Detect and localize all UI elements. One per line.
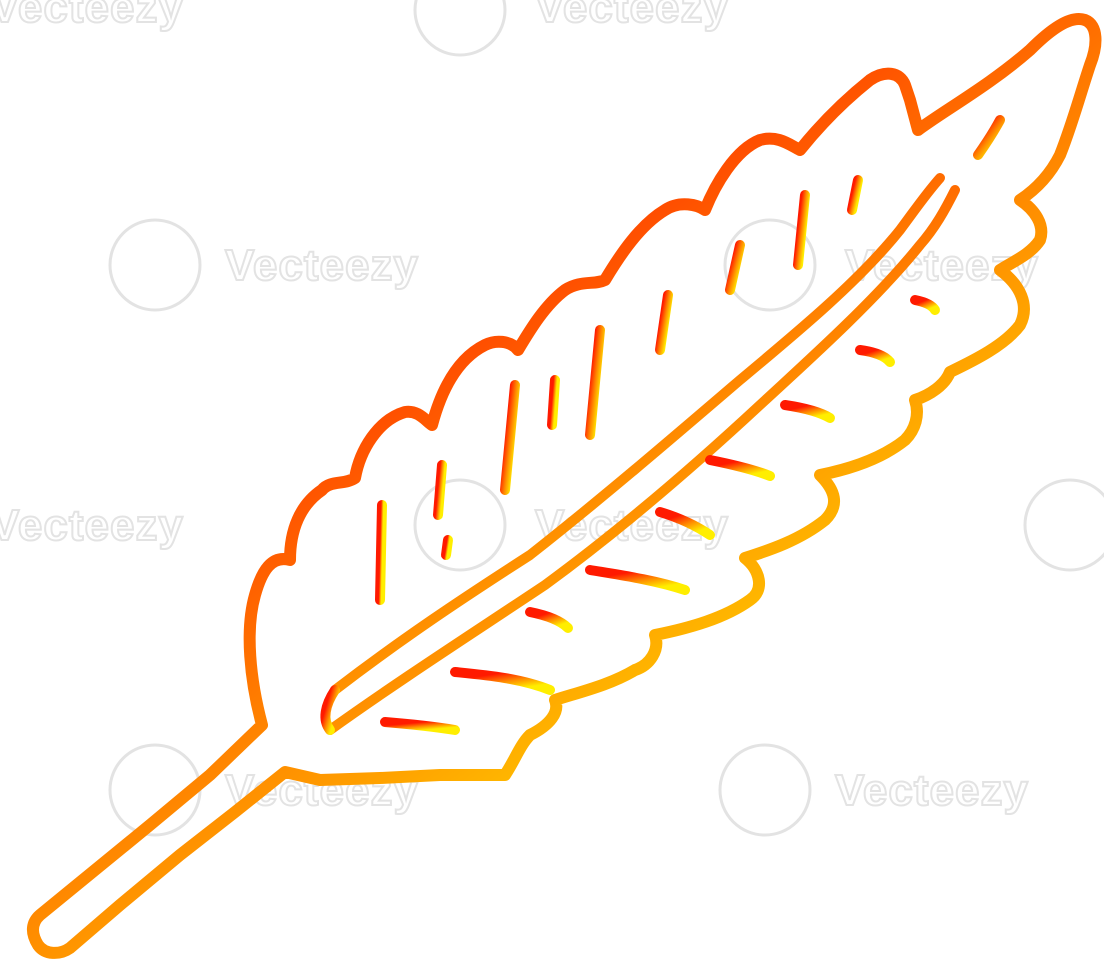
feather-icon <box>27 13 1102 959</box>
feather-outline <box>27 13 1102 959</box>
feather-shaft-tip <box>320 685 340 735</box>
watermark-text: Vecteezy <box>835 766 1029 815</box>
feather-shaft-upper <box>330 173 945 695</box>
feather-barbs-upper <box>330 115 1005 620</box>
feather-barbs-lower <box>380 295 940 735</box>
watermark-text: Vecteezy <box>225 241 419 290</box>
watermark-text: Vecteezy <box>535 0 729 32</box>
feather-shaft-lower <box>325 185 960 735</box>
watermark-text: Vecteezy <box>0 501 184 550</box>
watermark-text: Vecteezy <box>0 0 184 32</box>
